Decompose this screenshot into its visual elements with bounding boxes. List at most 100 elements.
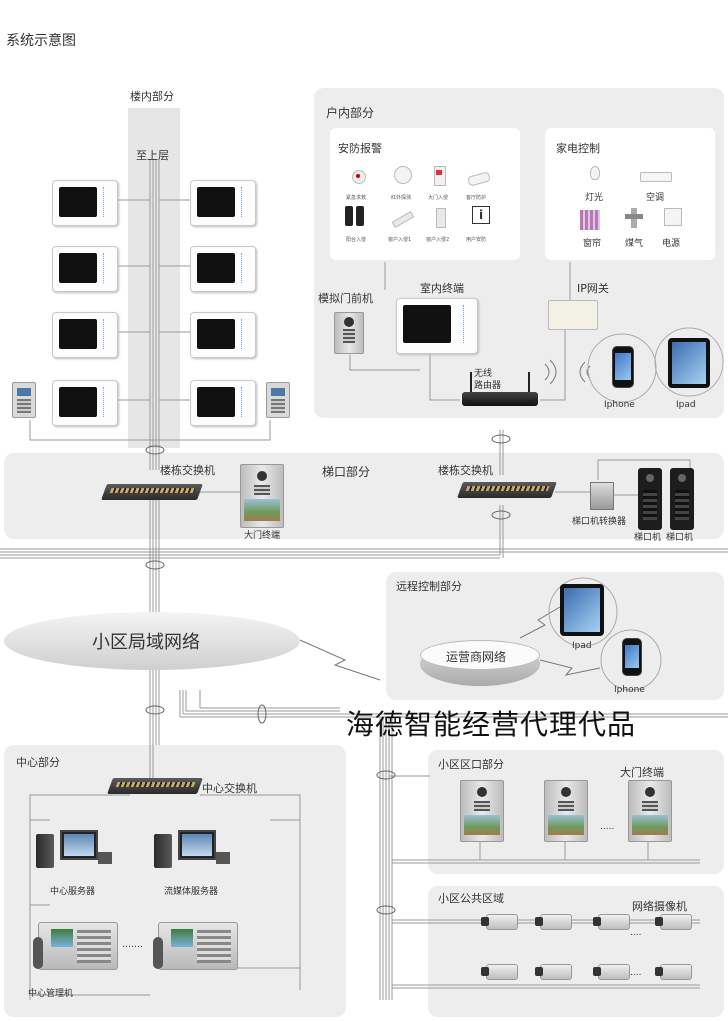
- home-label: 户内部分: [326, 106, 375, 120]
- center-manager: [33, 922, 118, 970]
- security-subpanel: [330, 128, 520, 260]
- community-gate-dots: .....: [600, 822, 615, 832]
- public-area-panel: [428, 886, 724, 1017]
- stair-unit-label: 梯口机: [634, 533, 662, 543]
- ip-gateway-label: IP网关: [577, 282, 609, 295]
- gate-terminal: [544, 780, 588, 842]
- switch-left-label: 楼栋交换机: [160, 464, 215, 477]
- carrier-network-top: [420, 640, 540, 670]
- stream-server: [154, 830, 234, 878]
- network-camera-label: 网络摄像机: [632, 900, 687, 913]
- public-area-label: 小区公共区域: [438, 892, 504, 905]
- center-switch-label: 中心交换机: [202, 782, 257, 795]
- center-server: [36, 830, 116, 878]
- network-camera: [535, 964, 572, 980]
- power-socket-icon: [662, 208, 682, 226]
- network-camera: [593, 964, 630, 980]
- iphone-device: [622, 638, 642, 676]
- watermark-text: 海德智能经营代理代品: [346, 708, 637, 741]
- security-item-label: 大门入侵: [428, 195, 449, 201]
- window-sensor-icon: [391, 210, 415, 229]
- router-label: 路由器: [474, 381, 502, 391]
- server1-label: 中心服务器: [50, 887, 96, 897]
- indoor-terminal-label: 室内终端: [420, 282, 464, 295]
- appliance-subpanel: [545, 128, 715, 260]
- community-gate-label: 小区区口部分: [438, 758, 504, 771]
- stair-unit: [670, 468, 694, 530]
- stair-unit: [638, 468, 662, 530]
- balcony-detector-icon: [345, 206, 365, 226]
- appliance-item-label: 窗帘: [583, 239, 602, 249]
- network-camera: [655, 914, 692, 930]
- router-antenna: [470, 372, 472, 394]
- center-switch: [107, 778, 203, 794]
- stair-unit-label: 梯口机: [666, 533, 694, 543]
- infrared-detector-icon: [392, 164, 412, 184]
- center-dots: …….: [122, 940, 143, 950]
- lan-label: 小区局域网络: [92, 632, 200, 653]
- appliance-item-label: 煤气: [625, 239, 644, 249]
- indoor-terminal: [396, 298, 478, 354]
- ip-gateway: [548, 300, 598, 330]
- network-camera: [655, 964, 692, 980]
- iphone-label: Iphone: [604, 400, 635, 410]
- network-camera: [481, 914, 518, 930]
- building-switch: [457, 482, 557, 498]
- wireless-router: [462, 392, 538, 406]
- gate-terminal: [240, 464, 284, 528]
- ipad-device: [560, 584, 604, 636]
- building-label: 楼内部分: [130, 90, 174, 103]
- gas-valve-icon: [625, 208, 645, 228]
- indoor-monitor: [190, 312, 256, 358]
- security-item-label: 用户安防: [466, 237, 487, 243]
- building-up-label: 至上层: [136, 149, 169, 162]
- security-item-label: 客厅防护: [466, 195, 487, 201]
- security-label: 安防报警: [338, 142, 382, 155]
- gate-terminal-label: 大门终端: [244, 531, 281, 541]
- security-item-label: 窗户入侵2: [426, 237, 450, 243]
- manager-label: 中心管理机: [28, 989, 74, 999]
- security-item-label: 阳台入侵: [346, 237, 367, 243]
- indoor-monitor: [52, 312, 118, 358]
- light-icon: [584, 166, 604, 184]
- network-camera: [535, 914, 572, 930]
- network-camera: [481, 964, 518, 980]
- living-room-sensor-icon: [467, 170, 491, 188]
- indoor-monitor: [190, 246, 256, 292]
- indoor-monitor: [190, 180, 256, 226]
- appliance-label: 家电控制: [556, 142, 600, 155]
- center-manager: [153, 922, 238, 970]
- iphone-device: [612, 346, 634, 388]
- center-label: 中心部分: [16, 756, 60, 769]
- camera-dots: ....: [630, 968, 642, 978]
- indoor-monitor: [52, 246, 118, 292]
- remote-ipad-label: Ipad: [572, 641, 592, 651]
- network-camera: [593, 914, 630, 930]
- remote-iphone-label: Iphone: [614, 685, 645, 695]
- appliance-item-label: 电源: [662, 239, 681, 249]
- indoor-monitor: [52, 180, 118, 226]
- carrier-label: 运营商网络: [446, 650, 507, 664]
- security-item-label: 红外探测: [391, 195, 412, 201]
- switch-right-label: 楼栋交换机: [438, 464, 493, 477]
- door-intercom: [266, 382, 290, 418]
- appliance-item-label: 空调: [646, 193, 665, 203]
- lan-cloud: [4, 612, 300, 670]
- indoor-monitor: [190, 380, 256, 426]
- stair-converter: [590, 482, 614, 510]
- camera-dots: ....: [630, 928, 642, 938]
- info-icon: i: [470, 206, 490, 224]
- building-strip: [128, 108, 180, 448]
- building-switch: [101, 484, 203, 500]
- appliance-item-label: 灯光: [585, 193, 604, 203]
- air-conditioner-icon: [640, 170, 672, 188]
- converter-label: 梯口机转换器: [572, 517, 627, 527]
- stair-label: 梯口部分: [322, 465, 371, 479]
- community-gate-terminal-label: 大门终端: [620, 766, 664, 779]
- ipad-device: [668, 338, 710, 388]
- security-item-label: 紧急求救: [346, 195, 367, 201]
- door-intercom: [12, 382, 36, 418]
- analog-door-label: 模拟门前机: [318, 292, 373, 305]
- gate-terminal: [460, 780, 504, 842]
